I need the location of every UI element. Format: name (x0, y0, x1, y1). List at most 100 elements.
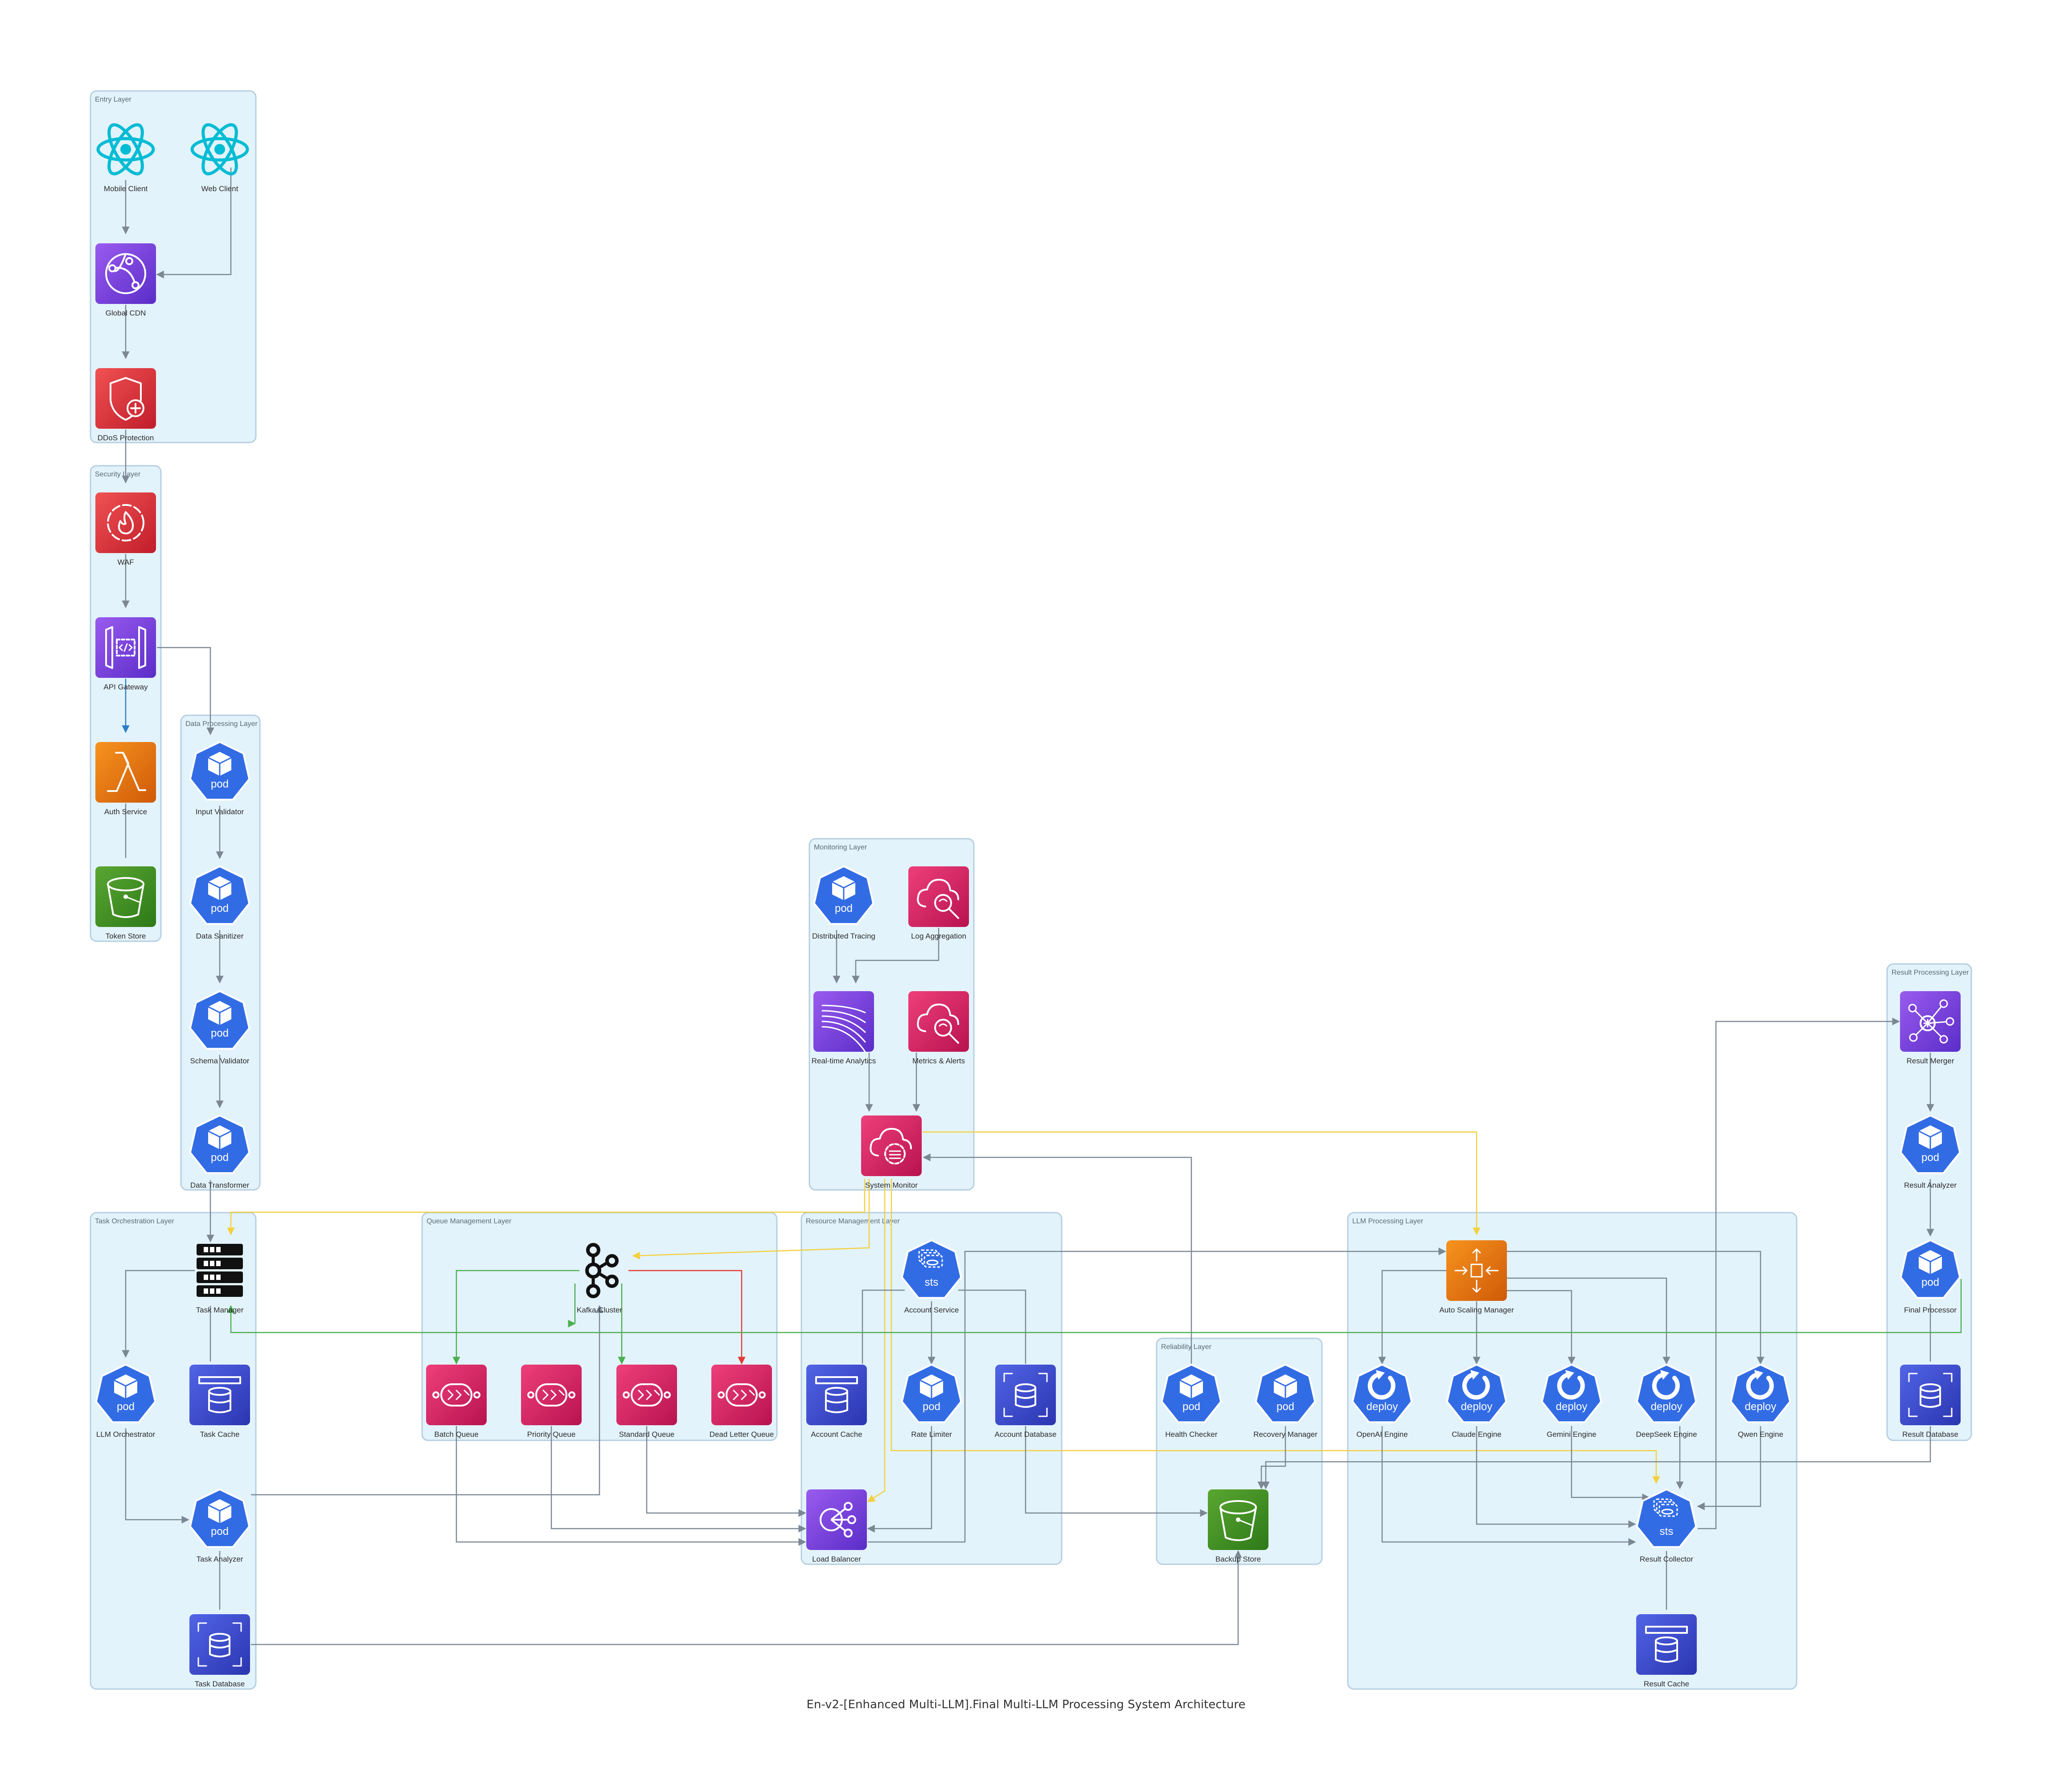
node-web[interactable]: Web Client (190, 120, 249, 193)
api-gateway-icon (95, 617, 156, 678)
cluster-label: Task Orchestration Layer (95, 1218, 175, 1225)
svg-text:sts: sts (1660, 1525, 1674, 1538)
node-label: Rate Limiter (911, 1430, 952, 1439)
node-kafka[interactable]: Kafka Cluster (577, 1243, 622, 1314)
node-label: Auto Scaling Manager (1439, 1306, 1514, 1314)
node-label: Result Merger (1907, 1057, 1954, 1065)
edge-autoscale-to-gemini (1496, 1290, 1576, 1365)
node-rdb[interactable]: Result Database (1900, 1365, 1961, 1439)
node-taskcache[interactable]: Task Cache (189, 1365, 250, 1439)
edge-batchq-to-lb (456, 1426, 806, 1546)
node-taskmgr[interactable]: Task Manager (196, 1244, 244, 1314)
node-rmerge[interactable]: Result Merger (1900, 991, 1961, 1065)
node-stdq[interactable]: Standard Queue (616, 1365, 677, 1439)
node-label: Batch Queue (434, 1430, 478, 1439)
edge-logagg-to-rta (852, 928, 940, 984)
edge-stdq-to-lb (646, 1426, 806, 1517)
node-label: Recovery Manager (1253, 1430, 1317, 1439)
node-label: Web Client (201, 185, 238, 193)
node-acctdb[interactable]: Account Database (995, 1365, 1057, 1439)
node-mobile[interactable]: Mobile Client (96, 120, 155, 193)
deploy-icon: deploy (1541, 1363, 1602, 1423)
node-label: API Gateway (103, 683, 148, 691)
node-sysmon[interactable]: System Monitor (861, 1115, 922, 1189)
cluster-label: Entry Layer (95, 96, 131, 103)
edge-sysmon-to-taskmgr (227, 1179, 866, 1235)
cloud-search-icon (908, 991, 969, 1052)
edge-rdb-to-backup (1262, 1426, 1931, 1489)
node-prioq[interactable]: Priority Queue (521, 1365, 582, 1439)
node-rcache[interactable]: Result Cache (1636, 1614, 1697, 1688)
node-logagg[interactable]: Log Aggregation (908, 866, 969, 940)
cloud-gear-icon (861, 1115, 922, 1176)
edge-web-to-cdn (156, 168, 232, 279)
node-apigw[interactable]: API Gateway (95, 617, 156, 691)
node-label: LLM Orchestrator (96, 1430, 156, 1439)
edge-taskanal-to-kafka (251, 1305, 603, 1496)
node-label: Result Analyzer (1904, 1181, 1957, 1189)
node-lb[interactable]: Load Balancer (806, 1489, 867, 1563)
node-batchq[interactable]: Batch Queue (426, 1365, 487, 1439)
cache-icon (1636, 1614, 1697, 1675)
edge-acctdb-to-backup (1025, 1426, 1208, 1517)
node-ddos[interactable]: DDoS Protection (95, 368, 156, 442)
node-label: Task Cache (200, 1430, 240, 1439)
node-label: Task Database (195, 1680, 245, 1688)
node-acctcache[interactable]: Account Cache (806, 1365, 867, 1439)
node-label: Standard Queue (619, 1430, 675, 1439)
node-auth[interactable]: Auth Service (95, 742, 156, 816)
network-hub-icon (1900, 991, 1961, 1052)
load-balancer-icon (806, 1489, 867, 1550)
deploy-icon: deploy (1446, 1363, 1507, 1423)
node-cdn[interactable]: Global CDN (95, 243, 156, 317)
deploy-icon: deploy (1351, 1363, 1413, 1423)
node-label: Dead Letter Queue (710, 1430, 774, 1439)
database-icon (1900, 1365, 1961, 1425)
svg-text:pod: pod (211, 902, 229, 914)
node-token[interactable]: Token Store (95, 866, 156, 940)
pod-icon: pod (189, 865, 250, 925)
edge-taskmgr-to-llmorch (122, 1270, 195, 1358)
node-waf[interactable]: WAF (95, 492, 156, 566)
node-taskdb[interactable]: Task Database (189, 1614, 250, 1688)
node-rta[interactable]: Real-time Analytics (812, 991, 876, 1065)
edge-autoscale-to-deepseek (1500, 1277, 1670, 1365)
node-dlq[interactable]: Dead Letter Queue (710, 1365, 774, 1439)
node-autoscale[interactable]: Auto Scaling Manager (1439, 1240, 1514, 1314)
node-label: Result Collector (1640, 1555, 1693, 1563)
node-label: Metrics & Alerts (912, 1057, 965, 1065)
node-label: WAF (117, 558, 134, 566)
edge-autoscale-to-qwen (1505, 1251, 1765, 1365)
database-icon (189, 1614, 250, 1675)
node-label: Log Aggregation (911, 932, 966, 940)
svg-text:pod: pod (211, 1027, 229, 1039)
edge-acctsvc-to-acctcache (862, 1289, 905, 1364)
svg-text:sts: sts (925, 1276, 939, 1288)
node-metrics[interactable]: Metrics & Alerts (908, 991, 969, 1065)
node-backup[interactable]: Backup Store (1208, 1489, 1268, 1563)
svg-text:pod: pod (835, 902, 853, 914)
cache-icon (806, 1365, 867, 1425)
deploy-icon: deploy (1730, 1363, 1791, 1423)
node-label: OpenAI Engine (1356, 1430, 1408, 1439)
svg-text:deploy: deploy (1651, 1401, 1683, 1413)
